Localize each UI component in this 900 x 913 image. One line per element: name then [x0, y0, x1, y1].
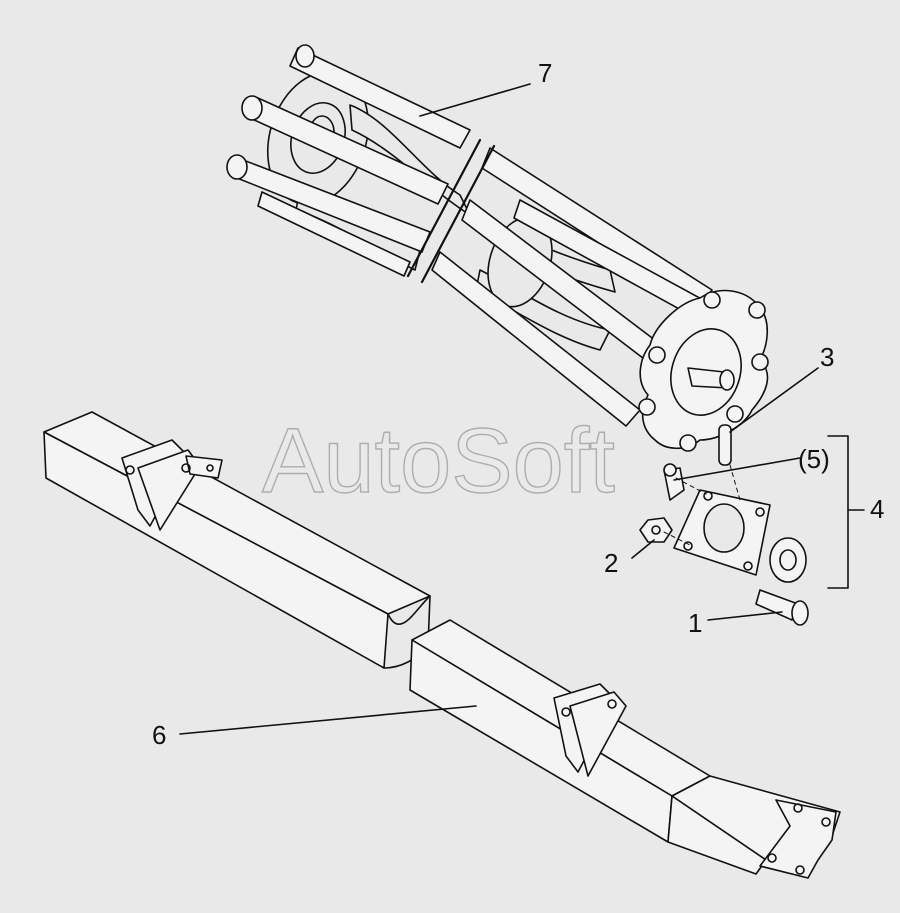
- leader-2: [631, 539, 655, 559]
- frame-beam: [43, 411, 841, 879]
- leader-5: [673, 457, 801, 481]
- nut: [639, 517, 673, 543]
- leader-6: [179, 705, 477, 735]
- leader-lines: [179, 83, 865, 735]
- callout-4: 4: [870, 494, 884, 524]
- callout-7: 7: [538, 58, 552, 88]
- watermark-text: AutoSoft: [262, 410, 615, 512]
- group-bracket: [827, 435, 849, 589]
- callout-5: (5): [798, 444, 830, 474]
- callout-2: 2: [604, 548, 618, 578]
- beam-end-plate: [759, 799, 837, 879]
- callout-1: 1: [688, 608, 702, 638]
- bearing-assembly: [639, 424, 809, 626]
- callout-3: 3: [820, 342, 834, 372]
- leader-3: [729, 367, 819, 433]
- pin: [718, 424, 732, 466]
- callout-6: 6: [152, 720, 166, 750]
- bearing: [769, 537, 807, 583]
- leader-7: [419, 83, 531, 117]
- leader-1: [707, 611, 783, 621]
- bolt: [755, 589, 799, 621]
- reel-assembly: [226, 44, 769, 452]
